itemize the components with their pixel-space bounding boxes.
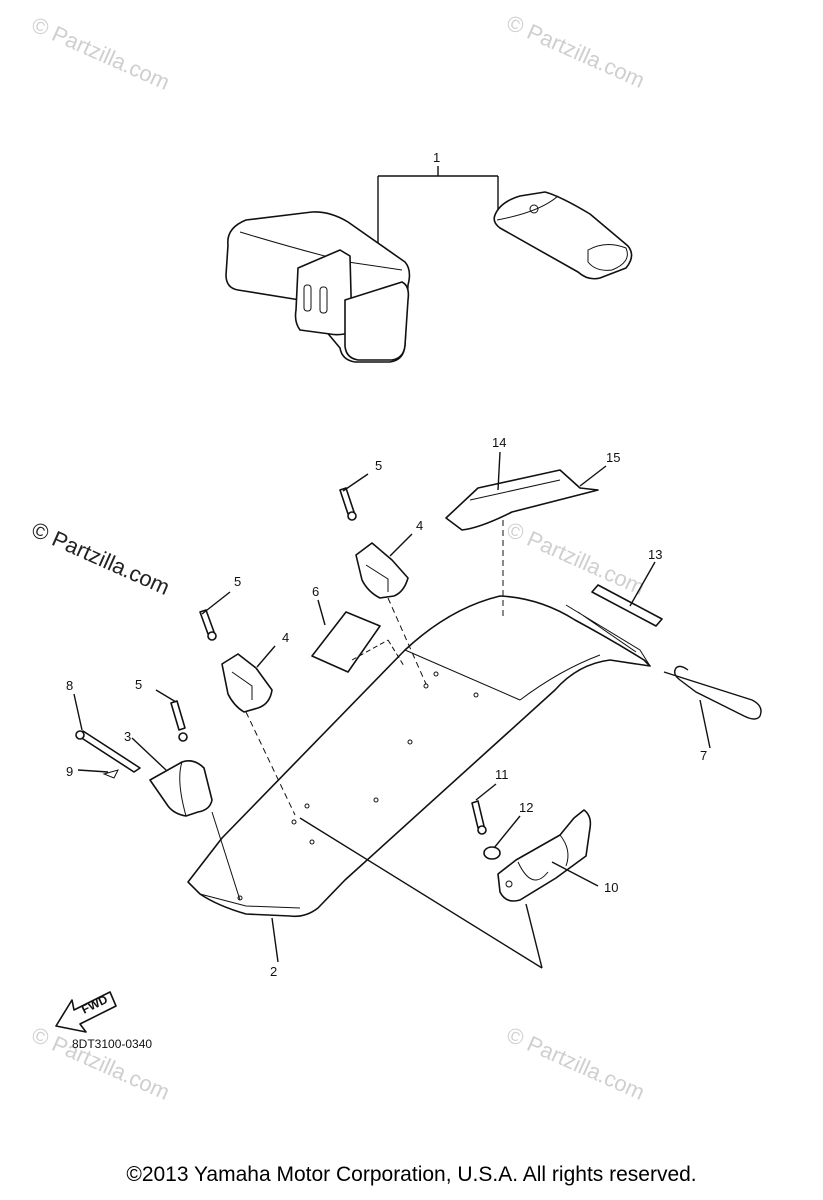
watermark-bottom-left: © Partzilla.com (28, 1022, 174, 1105)
callout-8: 8 (66, 678, 73, 693)
bolt-5b (339, 487, 357, 521)
watermark-top-right: © Partzilla.com (503, 10, 649, 93)
callout-11: 11 (495, 767, 509, 782)
bolt-11 (471, 800, 487, 835)
label-6 (311, 611, 405, 673)
callout-10: 10 (604, 880, 618, 895)
diagram-code: 8DT3100-0340 (72, 1037, 152, 1051)
callout-5a: 5 (234, 574, 241, 589)
callout-6: 6 (312, 584, 319, 599)
watermark-bottom-right: © Partzilla.com (503, 1022, 649, 1105)
seat-tray-group (187, 520, 651, 918)
watermark-top-left: © Partzilla.com (28, 12, 174, 95)
callout-7: 7 (700, 748, 707, 763)
bolt-5a (199, 609, 217, 641)
callout-12: 12 (519, 800, 533, 815)
callout-4b: 4 (416, 518, 423, 533)
watermark-main: © Partzilla.com (28, 517, 174, 600)
callout-2: 2 (270, 964, 277, 979)
callout-1: 1 (433, 150, 440, 165)
strip-13 (591, 584, 663, 627)
callout-14: 14 (492, 435, 506, 450)
pin-8 (75, 730, 141, 773)
callout-5c: 5 (135, 677, 142, 692)
sticker-14-15 (445, 469, 599, 531)
callout-4a: 4 (282, 630, 289, 645)
watermark-mid-right: © Partzilla.com (503, 517, 649, 600)
nut-12 (483, 846, 501, 860)
callout-5b: 5 (375, 458, 382, 473)
clip-9 (102, 769, 119, 779)
tool-kit-group (225, 166, 633, 363)
callout-13: 13 (648, 547, 662, 562)
clamp-4a (221, 653, 296, 816)
callouts: 1 2 3 4 4 5 5 5 6 7 8 9 10 11 12 13 14 1… (66, 150, 707, 979)
clamp-4b (355, 542, 427, 685)
copyright-text: ©2013 Yamaha Motor Corporation, U.S.A. A… (126, 1163, 697, 1186)
callout-15: 15 (606, 450, 620, 465)
bracket-3 (149, 760, 241, 901)
leader-lines (73, 451, 711, 969)
bolt-5c (170, 700, 188, 742)
latch-10 (497, 809, 592, 902)
callout-3: 3 (124, 729, 131, 744)
callout-9: 9 (66, 764, 73, 779)
hook-7 (663, 665, 762, 720)
fwd-arrow-icon: FWD (55, 991, 117, 1033)
